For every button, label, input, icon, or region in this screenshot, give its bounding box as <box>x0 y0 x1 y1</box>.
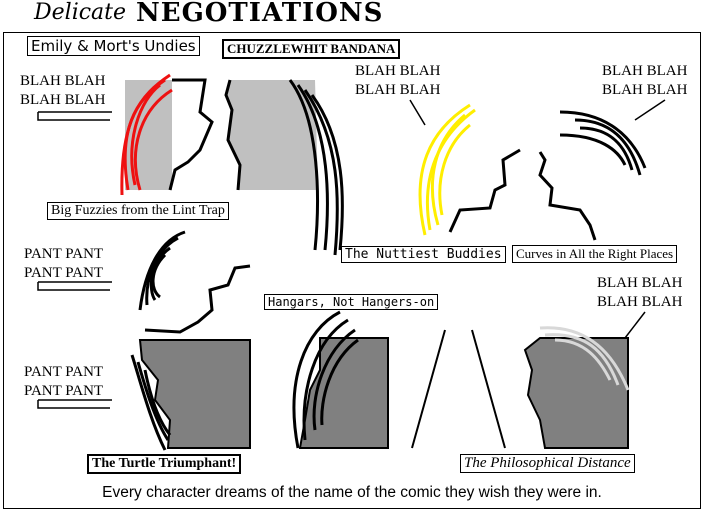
comic-caption: Every character dreams of the name of th… <box>102 484 602 501</box>
yellow-hair <box>418 103 476 236</box>
comic-panel-frame <box>3 32 701 509</box>
speech-pointers <box>37 99 666 409</box>
face-left <box>168 78 214 191</box>
distance-line-left <box>411 329 446 449</box>
speech-blah-1: BLAH BLAH BLAH BLAH <box>20 72 105 110</box>
speech-blah-4: BLAH BLAH BLAH BLAH <box>597 274 682 312</box>
speech-line: PANT PANT <box>24 364 104 380</box>
speech-line: PANT PANT <box>24 265 104 281</box>
face-right-2 <box>538 151 597 241</box>
speech-line: BLAH BLAH <box>597 275 683 291</box>
label-emily-morts-undies: Emily & Mort's Undies <box>27 36 200 56</box>
speech-line: PANT PANT <box>24 246 104 262</box>
label-turtle-triumphant: The Turtle Triumphant! <box>87 454 242 474</box>
speech-line: BLAH BLAH <box>355 82 441 98</box>
title-main: NEGOTIATIONS <box>136 0 384 28</box>
speech-line: BLAH BLAH <box>597 294 683 310</box>
red-hair <box>120 73 173 196</box>
black-hair-right <box>288 79 344 256</box>
label-curves: Curves in All the Right Places <box>512 245 678 263</box>
label-chuzzlewhit-bandana: CHUZZLEWHIT BANDANA <box>222 39 401 59</box>
speech-line: BLAH BLAH <box>602 63 688 79</box>
turtle-gray <box>138 339 251 449</box>
speech-line: BLAH BLAH <box>20 73 106 89</box>
philosopher-gray <box>523 337 629 449</box>
light-hair <box>539 326 630 391</box>
black-hair-2 <box>559 110 647 176</box>
label-big-fuzzies: Big Fuzzies from the Lint Trap <box>47 202 229 220</box>
speech-line: BLAH BLAH <box>20 92 106 108</box>
label-nuttiest-buddies: The Nuttiest Buddies <box>341 246 506 263</box>
face-left-2 <box>448 148 521 233</box>
black-hair-4 <box>130 354 172 451</box>
black-hair-5 <box>292 310 359 449</box>
label-philosophical-distance: The Philosophical Distance <box>460 454 635 473</box>
speech-line: BLAH BLAH <box>602 82 688 98</box>
label-hangars: Hangars, Not Hangers-on <box>264 294 439 310</box>
speech-blah-3: BLAH BLAH BLAH BLAH <box>602 62 687 100</box>
head-right-gray <box>226 80 318 190</box>
speech-pant-2: PANT PANT PANT PANT <box>24 363 103 401</box>
title-prefix: Delicate <box>34 0 127 25</box>
face-right <box>224 79 242 191</box>
face-3 <box>144 264 251 334</box>
speech-pant-1: PANT PANT PANT PANT <box>24 245 103 283</box>
speech-line: BLAH BLAH <box>355 63 441 79</box>
black-hair-3 <box>138 230 186 311</box>
distance-line-right <box>471 329 506 449</box>
speech-line: PANT PANT <box>24 383 104 399</box>
speech-blah-2: BLAH BLAH BLAH BLAH <box>355 62 440 100</box>
